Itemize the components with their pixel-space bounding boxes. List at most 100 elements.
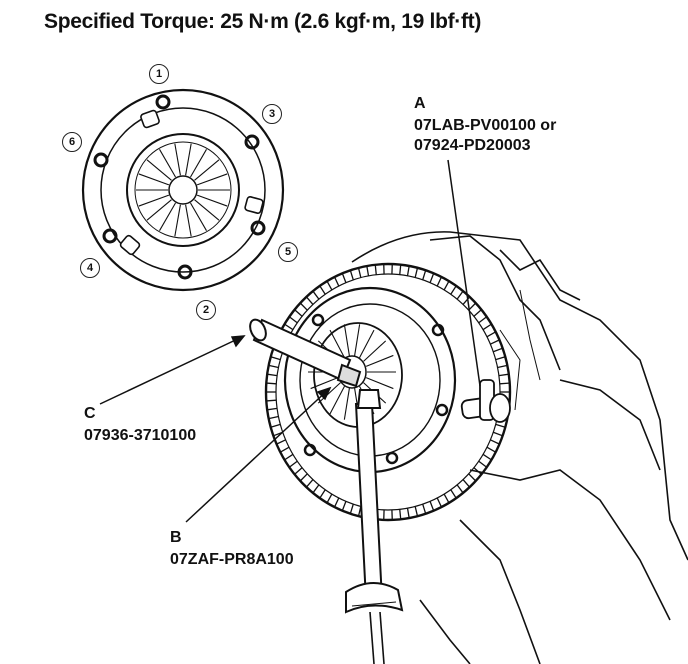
diaphragm-finger (365, 377, 394, 390)
flywheel-tooth (268, 364, 279, 369)
flywheel-tooth (270, 356, 281, 361)
flywheel-tooth (414, 505, 419, 517)
flywheel-tooth (486, 446, 497, 453)
flywheel-tooth (341, 500, 347, 512)
flywheel-tooth (276, 439, 286, 445)
flywheel-tooth (493, 347, 503, 353)
flywheel-tooth (294, 309, 303, 317)
diaphragm-finger (196, 173, 228, 186)
flywheel-tooth (436, 276, 443, 287)
diaphragm-finger (159, 149, 176, 178)
flywheel-tooth (490, 439, 500, 445)
flywheel-tooth (421, 269, 427, 281)
flywheel-tooth (456, 290, 464, 300)
flywheel-tooth (450, 285, 457, 295)
callout-b-letter: B (170, 529, 182, 546)
flywheel-tooth (473, 467, 482, 475)
flywheel-tooth (333, 276, 340, 287)
flywheel-tooth (299, 473, 308, 482)
diaphragm-finger (329, 386, 345, 415)
diaphragm-finger (359, 329, 375, 358)
callout-c-letter: C (84, 405, 96, 422)
sequence-number-3: 3 (262, 104, 282, 124)
flywheel-tooth (429, 272, 435, 284)
flywheel-tooth (266, 399, 277, 402)
diaphragm-finger (196, 194, 228, 207)
callout-a-letter: A (414, 95, 426, 112)
flywheel-tooth (498, 373, 509, 377)
engine-block-drawing (351, 231, 688, 664)
flywheel-tooth (341, 272, 347, 284)
diaphragm-finger (174, 143, 181, 176)
flywheel-tooth (493, 431, 503, 437)
flywheel-tooth (284, 323, 294, 331)
flywheel-tooth (267, 373, 278, 377)
flywheel-tooth (414, 267, 419, 279)
flywheel-tooth (366, 265, 370, 277)
sequence-number-4: 4 (80, 258, 100, 278)
diaphragm-finger (185, 143, 192, 176)
flywheel-tooth (450, 489, 457, 499)
sequence-number-2: 2 (196, 300, 216, 320)
sequence-number-5: 5 (278, 242, 298, 262)
flywheel-tooth (270, 423, 281, 428)
sequence-number-1: 1 (149, 64, 169, 84)
flywheel-tooth (478, 460, 488, 468)
flywheel-holder-tool (460, 379, 511, 423)
pressure-plate-diagram (81, 88, 285, 292)
flywheel-tooth (333, 497, 340, 508)
flywheel-tooth (267, 407, 278, 411)
flywheel-tooth (266, 382, 277, 385)
flywheel-tooth (436, 497, 443, 508)
flywheel-tooth (421, 503, 427, 515)
flywheel-tooth (357, 267, 362, 279)
flywheel-tooth (490, 339, 500, 345)
flywheel-tooth (279, 446, 290, 453)
flywheel-tooth (473, 309, 482, 317)
flywheel-tooth (462, 478, 471, 488)
diaphragm-finger (174, 204, 181, 237)
flywheel-tooth (443, 493, 450, 504)
diaphragm-finger (343, 388, 350, 420)
diaphragm-finger (159, 202, 176, 231)
flywheel-tooth (406, 265, 410, 277)
callout-a-part-1: 07LAB-PV00100 or (414, 117, 557, 134)
flywheel-tooth (312, 290, 320, 300)
diaphragm-finger (146, 159, 172, 181)
flywheel-tooth (349, 503, 355, 515)
diaphragm-finger (185, 204, 192, 237)
flywheel-tooth (319, 285, 326, 295)
flywheel-tooth (486, 331, 497, 338)
flywheel-tooth (284, 453, 294, 461)
diaphragm-finger (343, 324, 350, 356)
callout-a-part-2: 07924-PD20003 (414, 137, 531, 154)
flywheel-tooth (482, 323, 492, 331)
flywheel-tooth (305, 478, 314, 488)
diaphragm-finger (138, 173, 170, 186)
flywheel-tooth (305, 296, 314, 306)
flywheel-tooth (495, 423, 506, 428)
diaphragm-finger (190, 149, 207, 178)
flywheel-tooth (399, 264, 402, 276)
flywheel-tooth (288, 460, 298, 468)
flywheel-tooth (497, 364, 508, 369)
specified-torque-title: Specified Torque: 25 N·m (2.6 kgf·m, 19 … (44, 10, 482, 33)
callout-b-part: 07ZAF-PR8A100 (170, 551, 294, 568)
flywheel-tooth (495, 356, 506, 361)
diaphragm-finger (194, 199, 220, 221)
flywheel-tooth (462, 296, 471, 306)
callout-c-part: 07936-3710100 (84, 427, 197, 444)
flywheel-tooth (399, 508, 402, 520)
sequence-number-6: 6 (62, 132, 82, 152)
diaphragm-finger (363, 340, 387, 362)
diaphragm-finger (317, 382, 341, 404)
flywheel-tooth (406, 507, 410, 519)
diaphragm-finger (146, 199, 172, 221)
flywheel-tooth (443, 280, 450, 291)
flywheel-tooth (429, 500, 435, 512)
flywheel-tooth (268, 415, 279, 420)
diaphragm-finger (329, 329, 345, 358)
flywheel-tooth (456, 484, 464, 494)
